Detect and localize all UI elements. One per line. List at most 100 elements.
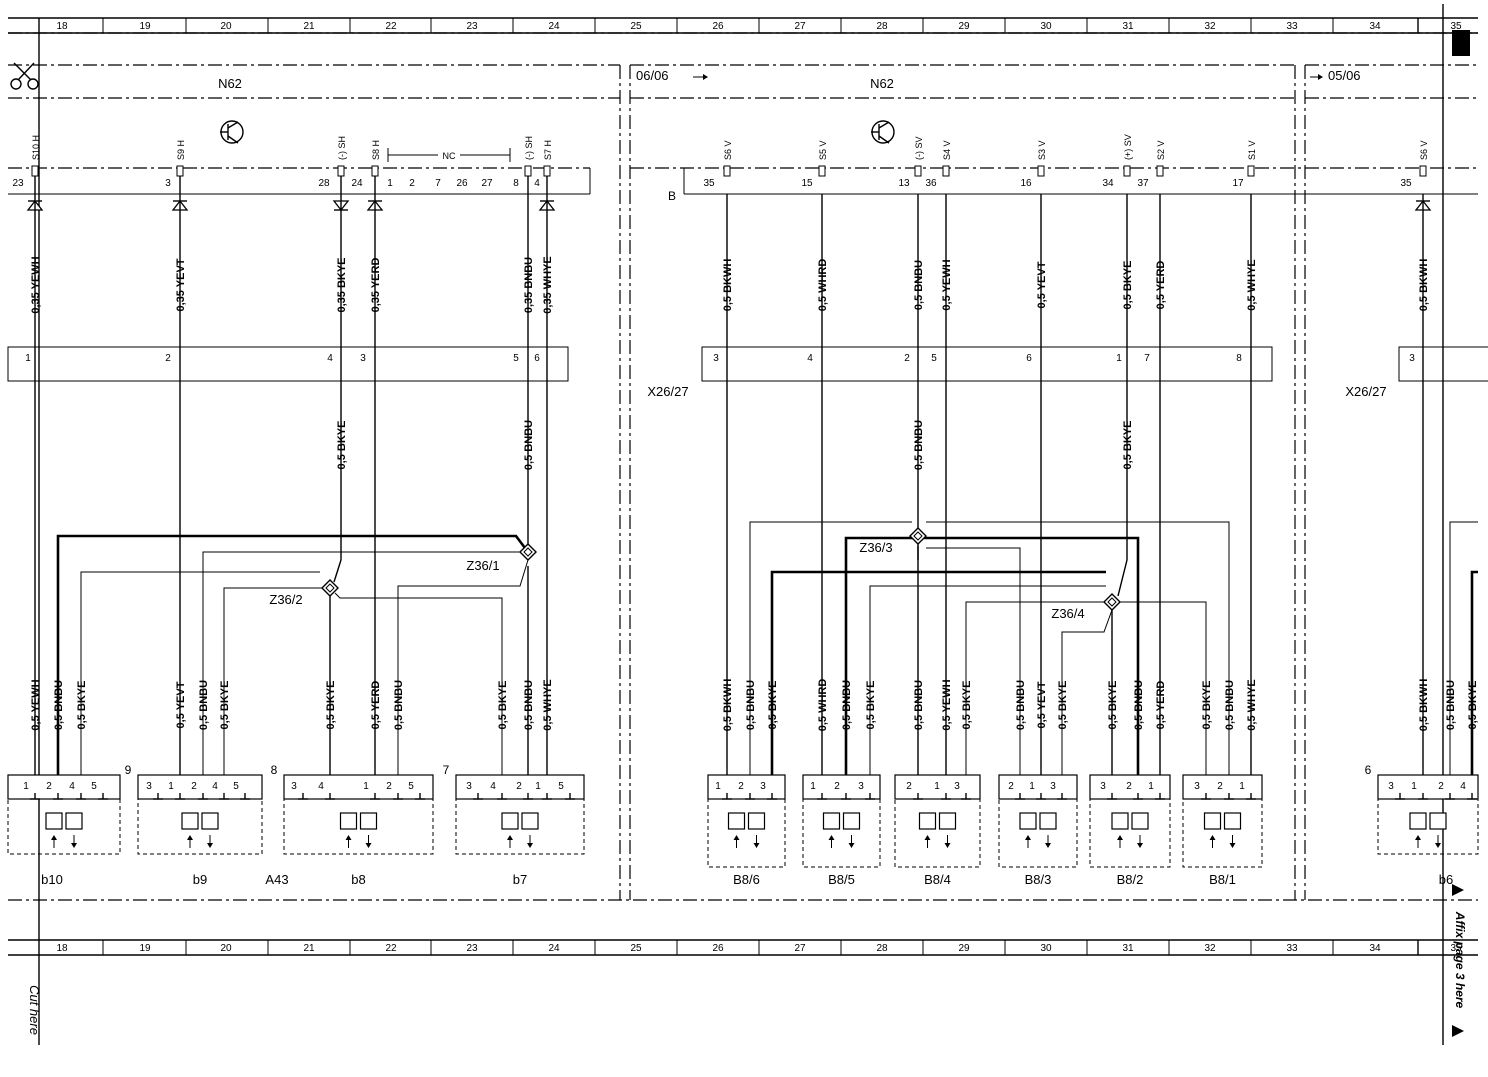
down-arrow-icon [527,843,533,848]
wire-label-lower-left: 0,5 BNBU [53,680,65,730]
sensor-element [822,812,841,830]
wire-label-upper-right: 0,5 YERD [1155,261,1167,310]
splice-icon [321,579,339,597]
transistor-icon-right [871,120,895,144]
right-pin-number: 35 [703,178,715,189]
wire-label-lower-right: 0,5 BKYE [767,681,779,730]
wire-label-middle: 0,5 BNBU [913,420,925,470]
up-arrow-icon [345,835,352,840]
pin-socket [914,165,922,177]
pin-socket [543,165,551,177]
sensor-pin: 5 [91,781,97,792]
grid-col-top: 23 [466,21,478,32]
wires [34,176,1478,775]
sensor-element [1019,812,1037,830]
wire-label-lower-left: 0,5 YEWH [30,679,42,730]
wire-label-lower-left: 0,5 WHYE [542,679,554,730]
wire-splice [223,587,322,775]
sensor-body [894,798,981,868]
left-pin-number: 3 [165,178,171,189]
connector-mid-pin: 8 [1236,353,1242,364]
wire-label-lower-left: 0,5 YERD [370,681,382,730]
wire-label-lower-right: 0,5 YEWH [941,679,953,730]
right-pin-number: 16 [1020,178,1032,189]
sensor-pin: 3 [760,781,766,792]
down-arrow-icon [1229,843,1236,848]
sensor-element [747,812,766,830]
right-pin-number: 17 [1232,178,1244,189]
sensor-name: b10 [41,872,63,887]
wire-label-lower-right: 0,5 BNBU [1015,680,1027,730]
pin-socket [1123,165,1131,177]
wire-label-lower-right: 0,5 BKWH [1418,679,1430,732]
up-arrow-icon [828,835,835,840]
connector-left-pin: 1 [25,353,31,364]
sensor-element [1409,812,1427,830]
sensor-pin: 4 [69,781,75,792]
wire-label-upper-left: 0,35 YERD [370,258,382,313]
wire-shield [1470,570,1478,775]
wire-label-lower-right: 0,5 WHRD [817,679,829,732]
left-pin-number: 1 [387,178,393,189]
cut-here-label: Cut here [27,985,42,1035]
right-pin-number: 13 [898,178,910,189]
grid-col-bottom: 26 [712,943,724,954]
sensor-element [201,812,219,830]
sensor-body [1089,798,1171,868]
sensor-pin: 1 [1148,781,1154,792]
sensor-name: B8/2 [1117,872,1144,887]
grid-col-bottom: 18 [56,943,68,954]
sensor-position: 9 [125,763,132,777]
wire-label-lower-right: 0,5 BKWH [722,679,734,732]
sensor-pin: 5 [558,781,564,792]
connector-mid-pin: 4 [807,353,813,364]
sensor-pin: 1 [1239,781,1245,792]
grid-col-top: 31 [1122,21,1134,32]
wire-label-upper-left: 0,35 WHYE [542,256,554,313]
grid-col-bottom: 30 [1040,943,1052,954]
down-arrow-icon [1137,843,1143,848]
sensor-pin: 1 [363,781,369,792]
up-arrow-icon [1025,835,1031,840]
wire-label-middle: 0,5 BKYE [336,421,348,470]
sensor-pin: 3 [1050,781,1056,792]
wire-label-upper-right: 0,5 WHRD [817,259,829,312]
pin-socket [1037,165,1045,177]
sensor-pin: 1 [810,781,816,792]
down-arrow-icon [1435,843,1441,848]
left-pin-signal: S7 H [543,140,553,160]
wire-shield [844,536,1140,775]
left-pin-number: 7 [435,178,441,189]
scissors-icon [10,62,39,90]
wire-label-upper-left: 0,35 BNBU [523,257,535,313]
pin-socket [31,165,39,177]
wire-splice [869,585,1106,775]
wire-splice [334,592,503,775]
wire-label-upper-right: 0,5 WHYE [1246,259,1258,310]
wire-label-upper-right: 0,5 BKWH [1418,259,1430,312]
left-pin-signal: (-) SH [337,136,347,160]
wire-splice [202,551,520,775]
wire-label-upper-right: 0,5 BKYE [1122,261,1134,310]
wire-label-lower-right: 0,5 BNBU [841,680,853,730]
grid-col-top: 27 [794,21,806,32]
frame [7,4,1488,1045]
connector-mid-pin: 6 [1026,353,1032,364]
wire-label-lower-left: 0,5 BNBU [393,680,405,730]
left-pin-number: 28 [318,178,330,189]
sensor-body [998,798,1078,868]
pin-socket [723,165,731,177]
wire-label-upper-right: 0,5 YEWH [941,259,953,310]
wire-label-lower-left: 0,5 BNBU [198,680,210,730]
wire-label-lower-right: 0,5 BNBU [1133,680,1145,730]
grid-col-bottom: 35 [1450,943,1462,954]
wire-label-lower-right: 0,5 BNBU [745,680,757,730]
down-arrow-icon [848,843,855,848]
wire-splice [926,521,1230,775]
pin-socket [1156,165,1164,177]
grid-col-bottom: 25 [630,943,642,954]
sensor-pin: 5 [408,781,414,792]
splice-label: Z36/4 [1051,606,1084,621]
left-pin-number: 8 [513,178,519,189]
